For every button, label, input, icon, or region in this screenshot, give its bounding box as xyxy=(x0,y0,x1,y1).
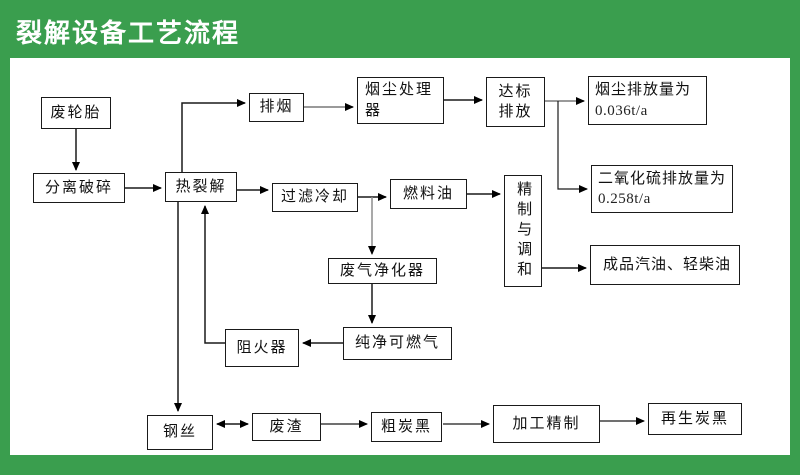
node-waste-residue-label: 废渣 xyxy=(269,418,304,435)
node-smoke-exhaust: 排烟 xyxy=(249,93,304,122)
node-finished-oil-label: 成品汽油、轻柴油 xyxy=(603,256,732,273)
node-dust-emission-value: 0.036t/a xyxy=(595,102,648,119)
node-pure-gas-label: 纯净可燃气 xyxy=(354,335,440,352)
node-pure-gas: 纯净可燃气 xyxy=(343,327,452,360)
node-gas-purifier: 废气净化器 xyxy=(328,258,437,284)
node-separate-crush: 分离破碎 xyxy=(33,173,125,203)
node-dust-emission-label: 烟尘排放量为 xyxy=(595,82,692,99)
node-waste-residue: 废渣 xyxy=(252,413,321,441)
node-refine-blend: 精制与调和 xyxy=(504,175,542,287)
connector-flamearrester-pyrolysis xyxy=(201,205,225,344)
node-steel-wire: 钢丝 xyxy=(147,415,213,450)
node-so2-emission-value: 0.258t/a xyxy=(598,191,651,207)
node-waste-tire: 废轮胎 xyxy=(41,97,111,129)
page-title: 裂解设备工艺流程 xyxy=(16,18,241,48)
page-header: 裂解设备工艺流程 xyxy=(0,0,800,58)
node-so2-emission-label: 二氧化硫排放量为 xyxy=(598,170,727,187)
node-regen-carbon-black-label: 再生炭黑 xyxy=(660,410,729,427)
connector-standarddischarge-so2emission xyxy=(557,101,588,193)
node-fuel-oil: 燃料油 xyxy=(390,179,467,209)
node-refine-blend-label: 精制与调和 xyxy=(515,181,532,281)
node-dust-processor: 烟尘处理器 xyxy=(357,77,444,124)
node-so2-emission: 二氧化硫排放量为 0.258t/a xyxy=(591,165,733,213)
node-waste-tire-label: 废轮胎 xyxy=(50,104,102,121)
node-gas-purifier-label: 废气净化器 xyxy=(339,262,425,279)
node-filter-cooling-label: 过滤冷却 xyxy=(280,189,349,206)
node-pyrolysis: 热裂解 xyxy=(165,172,237,202)
node-standard-discharge-label: 达标排放 xyxy=(498,83,533,120)
connector-pyrolysis-smokeexhaust xyxy=(181,99,246,172)
node-standard-discharge: 达标排放 xyxy=(486,77,545,127)
node-fuel-oil-label: 燃料油 xyxy=(402,185,454,202)
node-process-refine: 加工精制 xyxy=(493,405,600,443)
node-dust-processor-label: 烟尘处理器 xyxy=(365,82,434,119)
node-filter-cooling: 过滤冷却 xyxy=(272,183,358,212)
node-steel-wire-label: 钢丝 xyxy=(162,424,197,441)
node-regen-carbon-black: 再生炭黑 xyxy=(648,403,742,435)
node-crude-carbon-black-label: 粗炭黑 xyxy=(380,418,432,435)
node-dust-emission: 烟尘排放量为 0.036t/a xyxy=(588,76,707,125)
node-process-refine-label: 加工精制 xyxy=(512,415,581,432)
node-separate-crush-label: 分离破碎 xyxy=(44,179,113,196)
node-crude-carbon-black: 粗炭黑 xyxy=(371,412,442,442)
node-flame-arrester: 阻火器 xyxy=(225,329,299,367)
node-flame-arrester-label: 阻火器 xyxy=(236,339,288,356)
node-smoke-exhaust-label: 排烟 xyxy=(259,99,294,116)
node-pyrolysis-label: 热裂解 xyxy=(175,178,227,195)
node-finished-oil: 成品汽油、轻柴油 xyxy=(590,245,740,285)
